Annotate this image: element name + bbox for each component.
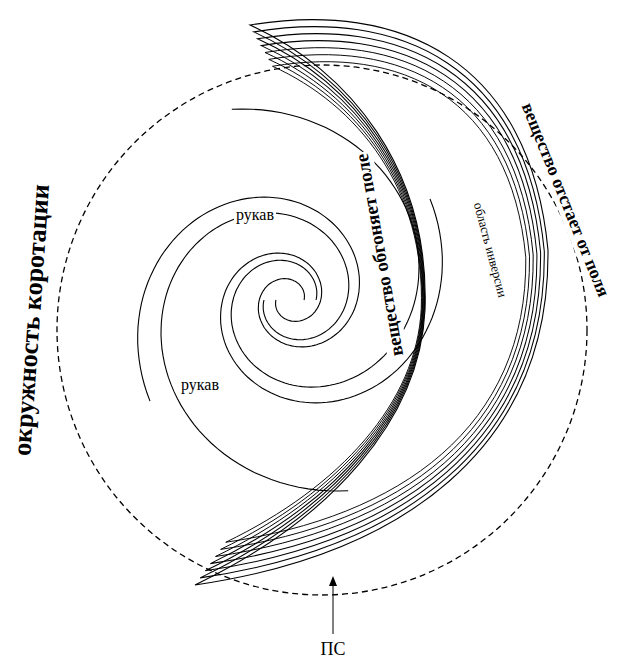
field-lines bbox=[195, 20, 548, 585]
zone-label: вещество обгоняет поле bbox=[352, 150, 409, 360]
arm-label: рукав bbox=[234, 206, 276, 224]
pointer-line bbox=[333, 582, 334, 634]
pointer-head bbox=[329, 576, 337, 586]
arm-edge bbox=[161, 213, 349, 491]
region-label: область инверсии bbox=[470, 199, 510, 301]
arm-edge bbox=[138, 197, 360, 401]
arm-edge bbox=[231, 109, 419, 387]
field-line bbox=[195, 20, 548, 585]
field-line bbox=[216, 48, 534, 557]
field-line bbox=[200, 27, 544, 578]
field-line bbox=[221, 55, 530, 550]
field-line bbox=[205, 34, 540, 571]
arm-label: рукав bbox=[179, 376, 221, 394]
field-line bbox=[210, 41, 537, 564]
circle-label: окружность коротации bbox=[8, 181, 56, 458]
field-line bbox=[226, 62, 526, 543]
zone-label: вещество отстает от поля bbox=[516, 98, 614, 301]
callout-label: ПС bbox=[318, 640, 347, 660]
